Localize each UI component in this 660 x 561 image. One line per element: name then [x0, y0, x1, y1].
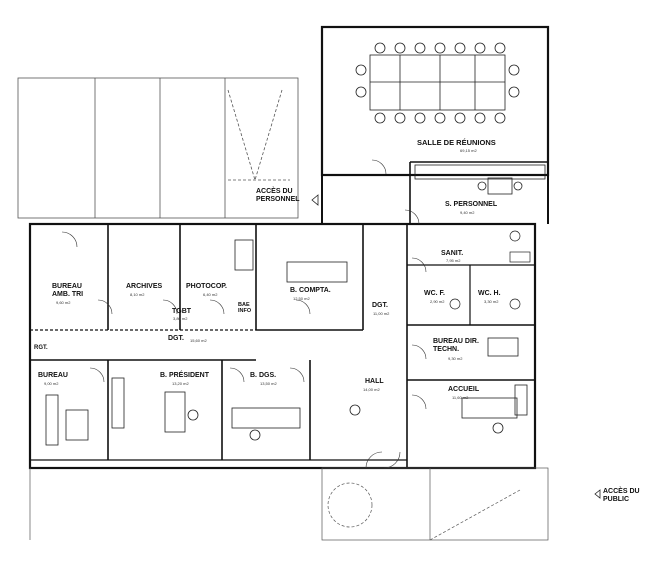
- meeting-table: [355, 42, 520, 124]
- room-area-accueil: 11,60 m2: [452, 395, 469, 400]
- room-label-bureau-amb: BUREAU AMB. TRI: [52, 283, 84, 298]
- room-label-tgbt: TGBT: [172, 308, 192, 315]
- kitchen-furniture: [414, 164, 546, 195]
- room-area-b-president: 13,20 m2: [172, 381, 189, 386]
- room-area-bureau-dir: 9,30 m2: [448, 356, 463, 361]
- room-area-b-compta: 12,50 m2: [293, 296, 310, 301]
- access-label-personnel: ACCÈS DU PERSONNEL: [256, 188, 300, 203]
- office-furniture: [45, 239, 528, 446]
- room-label-rgt: RGT.: [34, 345, 48, 351]
- room-label-b-compta: B. COMPTA.: [290, 287, 331, 294]
- meeting-chairs: [355, 42, 520, 124]
- room-label-sanit: SANIT.: [441, 250, 464, 257]
- room-label-bae-info: BAE INFO: [238, 302, 252, 314]
- room-label-wc-f: WC. F.: [424, 290, 445, 297]
- room-label-dgt-center: DGT.: [372, 302, 388, 309]
- room-label-wc-h: WC. H.: [478, 290, 501, 297]
- room-area-hall: 14,00 m2: [363, 387, 380, 392]
- room-area-salle-reunions: 69,15 m2: [460, 148, 477, 153]
- room-label-salle-reunions: SALLE DE RÉUNIONS: [417, 138, 496, 147]
- access-label-public: ACCÈS DU PUBLIC: [603, 488, 640, 503]
- room-area-sanit: 7,95 m2: [446, 258, 461, 263]
- room-area-s-personnel: 9,40 m2: [460, 210, 475, 215]
- existing-building-roof: [17, 77, 299, 219]
- room-area-photocop: 6,40 m2: [203, 292, 218, 297]
- room-label-dgt-west: DGT.: [168, 335, 184, 342]
- sanitary-fixtures: [449, 230, 531, 310]
- room-area-wc-f: 2,90 m2: [430, 299, 445, 304]
- room-area-dgt-west: 15,60 m2: [190, 338, 207, 343]
- room-area-dgt-center: 11,00 m2: [373, 311, 390, 316]
- room-area-wc-h: 3,30 m2: [484, 299, 499, 304]
- room-label-archives: ARCHIVES: [126, 283, 163, 290]
- walls: [28, 25, 550, 470]
- room-label-bureau-dir: BUREAU DIR. TECHN.: [433, 338, 479, 353]
- room-label-b-dgs: B. DGS.: [250, 372, 277, 379]
- room-area-bureau: 9,00 m2: [44, 381, 59, 386]
- room-label-photocop: PHOTOCOP.: [186, 283, 227, 290]
- room-area-archives: 8,10 m2: [130, 292, 145, 297]
- room-area-tgbt: 3,80 m2: [173, 316, 188, 321]
- room-label-bureau: BUREAU: [38, 372, 68, 379]
- room-label-accueil: ACCUEIL: [448, 386, 480, 393]
- doors: [61, 159, 427, 469]
- room-area-b-dgs: 13,50 m2: [260, 381, 277, 386]
- room-area-bureau-amb: 9,60 m2: [56, 300, 71, 305]
- room-label-s-personnel: S. PERSONNEL: [445, 201, 498, 208]
- room-label-hall: HALL: [365, 378, 384, 385]
- exterior-paving: [29, 467, 549, 541]
- room-label-b-president: B. PRÉSIDENT: [160, 372, 210, 379]
- access-arrow-icon: [311, 194, 601, 499]
